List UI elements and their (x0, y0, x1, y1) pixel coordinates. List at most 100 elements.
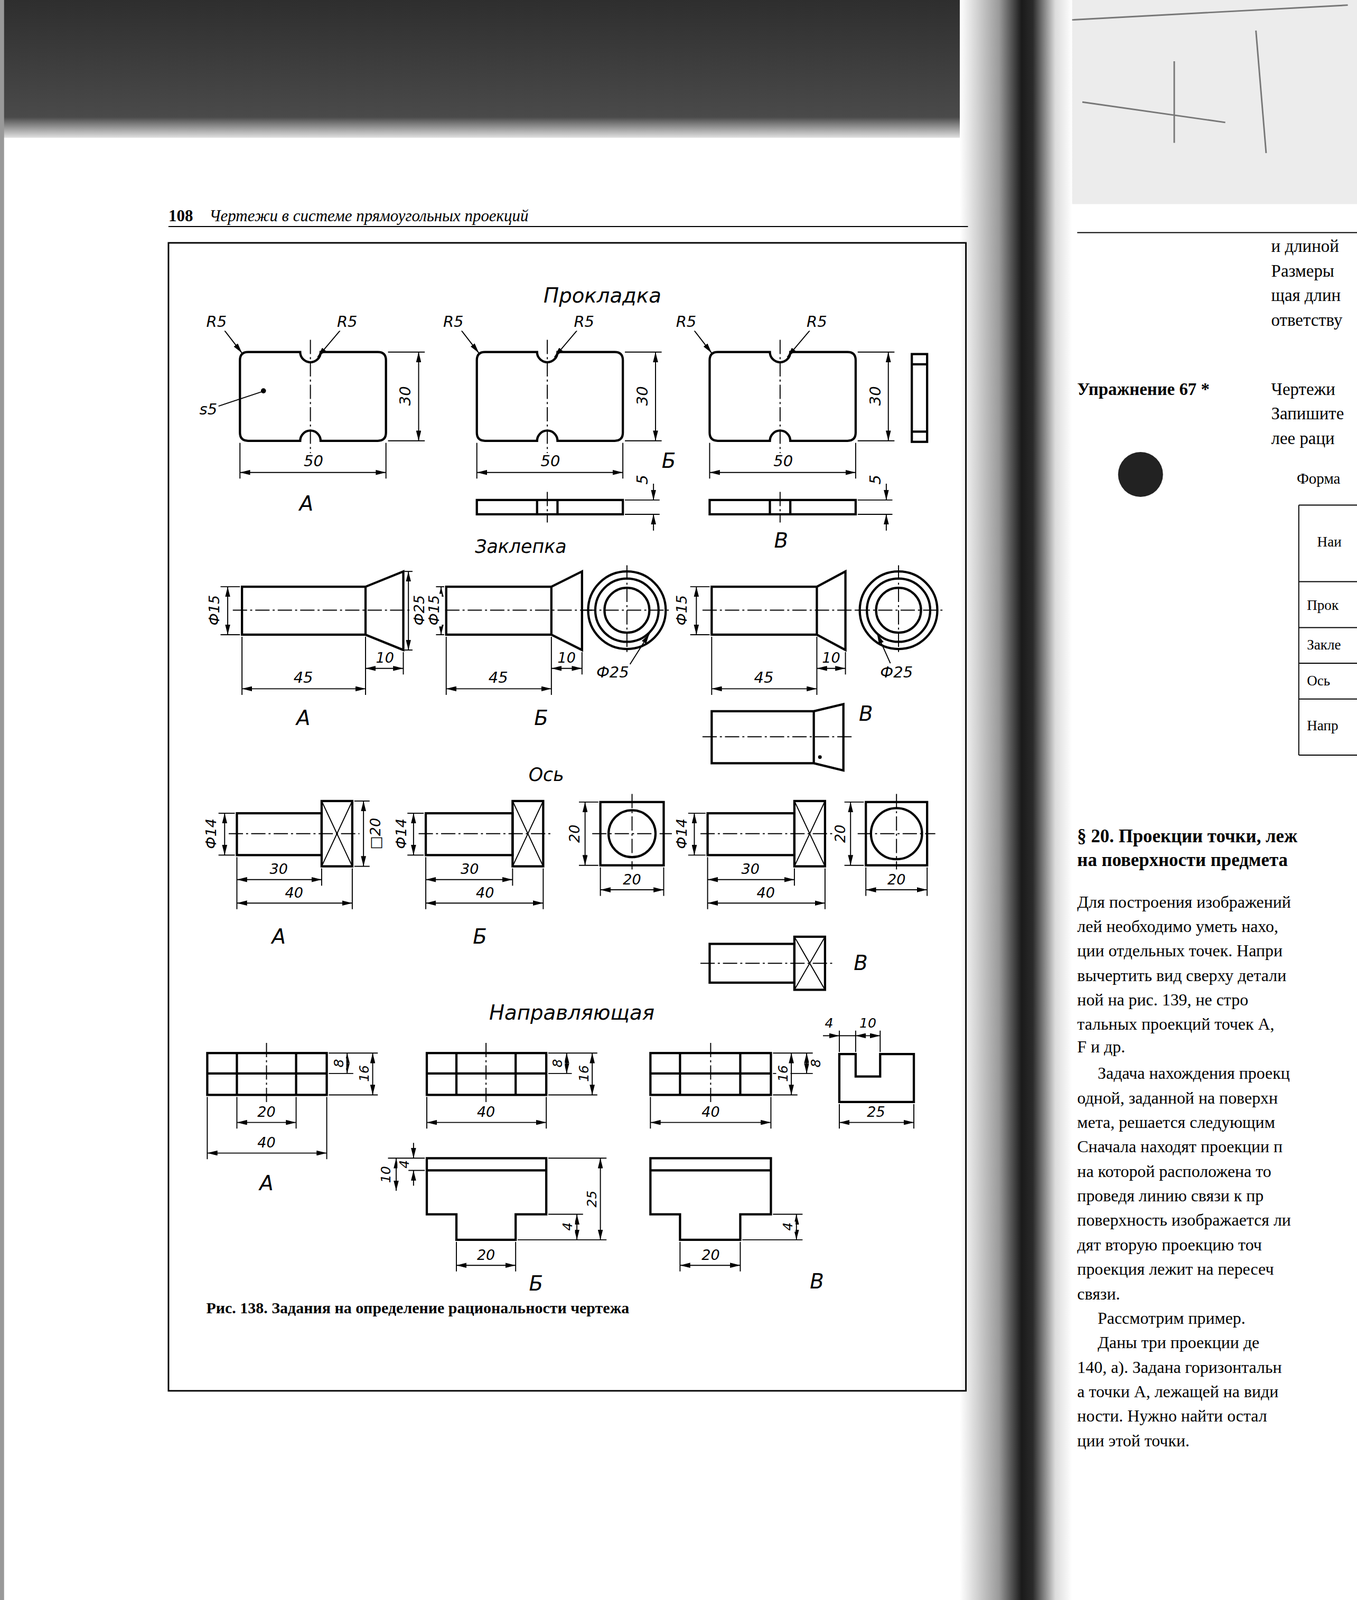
drawing-line (425, 857, 427, 910)
drawing-line (403, 652, 405, 676)
drawing-line (652, 483, 654, 501)
drawing-annotation: R5 (335, 314, 359, 331)
drawing-rect (911, 354, 928, 443)
drawing-line (838, 1031, 840, 1053)
drawing-annotation: 16 (357, 1064, 372, 1084)
drawing-annotation: 10 (858, 1016, 878, 1031)
drawing-annotation: Ф25 (878, 665, 914, 682)
drawing-line (566, 1053, 568, 1074)
drawing-line (710, 637, 713, 696)
drawing-annotation: Ф14 (393, 817, 409, 851)
drawing-line (372, 1053, 374, 1096)
heading-text: Рис. 138. Задания на определение рациона… (206, 1300, 630, 1317)
drawing-line (218, 391, 262, 407)
drawing-annotation: 30 (268, 862, 289, 877)
drawing-line (232, 610, 411, 612)
drawing-line (709, 1043, 711, 1103)
drawing-line (425, 879, 513, 881)
drawing-line (911, 363, 928, 366)
body-text: Сначала находят проекции п (1077, 1138, 1283, 1156)
body-text: Прок (1306, 599, 1339, 614)
drawing-line (548, 1157, 607, 1159)
drawing-line (772, 1214, 803, 1216)
drawing-line (1298, 662, 1357, 664)
drawing-line (711, 688, 817, 690)
drawing-line (855, 1031, 857, 1053)
drawing-annotation: 20 (567, 824, 583, 845)
body-text: мета, решается следующим (1077, 1114, 1276, 1132)
drawing-line (445, 637, 447, 696)
drawing-annotation: 5 (867, 473, 884, 486)
drawing-line (707, 902, 826, 904)
drawing-line (546, 491, 548, 523)
drawing-line (388, 351, 426, 353)
drawing-annotation: Ф15 (207, 594, 222, 627)
drawing-line (418, 352, 420, 442)
drawing-annotation: 40 (700, 1105, 721, 1120)
drawing-rect (1031, 0, 1357, 204)
drawing-line (536, 500, 539, 515)
drawing-line (239, 443, 241, 480)
drawing-annotation: 20 (475, 1248, 496, 1263)
drawing-annotation: Ф14 (674, 817, 690, 851)
drawing-line (816, 637, 818, 696)
drawing-line (911, 430, 928, 433)
drawing-annotation: Ф25 (412, 594, 427, 627)
body-text: Запишите (1271, 405, 1345, 424)
body-text: F и др. (1077, 1038, 1126, 1056)
drawing-annotation: 40 (284, 885, 305, 901)
drawing-rect (236, 813, 322, 856)
drawing-line (418, 833, 552, 835)
drawing-line (702, 610, 856, 612)
drawing-annotation: 30 (635, 385, 652, 407)
drawing-line (739, 1242, 741, 1272)
drawing-line (822, 1035, 840, 1037)
drawing-line (584, 802, 586, 866)
drawing-rect (168, 242, 967, 1392)
drawing-rect (0, 0, 1032, 138)
drawing-line (413, 1170, 415, 1186)
drawing-annotation: 20 (621, 872, 642, 888)
body-text: ной на рис. 139, не стро (1077, 991, 1249, 1009)
drawing-annotation: 20 (833, 824, 848, 845)
drawing-line (218, 812, 236, 814)
drawing-line (1298, 504, 1357, 507)
drawing-line (446, 688, 552, 690)
drawing-line (517, 1239, 607, 1241)
drawing-line (241, 637, 243, 696)
drawing-line (700, 833, 834, 835)
body-text: Напр (1306, 719, 1338, 735)
body-text: Рассмотрим пример. (1097, 1309, 1246, 1328)
drawing-line (1077, 232, 1357, 234)
drawing-line (876, 633, 891, 664)
drawing-line (816, 668, 846, 670)
body-text: Чертежи (1271, 380, 1336, 399)
body-text: Для построения изображений (1077, 893, 1291, 912)
drawing-line (239, 472, 386, 474)
drawing-line (895, 793, 897, 870)
drawing-annotation: 10 (556, 650, 577, 666)
drawing-annotation: 10 (375, 650, 396, 666)
drawing-line (806, 1053, 808, 1074)
drawing-line (362, 801, 364, 867)
drawing-annotation: 40 (256, 1135, 277, 1151)
drawing-line (772, 1094, 798, 1096)
body-text: щая длин (1271, 286, 1342, 305)
drawing-annotation: 16 (775, 1064, 790, 1084)
drawing-part (694, 330, 895, 479)
drawing-line (770, 1097, 772, 1129)
drawing-line (236, 857, 238, 910)
body-text: Даны три проекции де (1097, 1334, 1260, 1352)
drawing-line (690, 634, 710, 636)
drawing-line (845, 652, 847, 676)
drawing-line (413, 813, 415, 856)
drawing-annotation: Ф25 (595, 665, 631, 682)
body-text: лей необходимо уметь нахо, (1077, 918, 1279, 936)
drawing-annotation: R5 (572, 314, 595, 331)
body-text: ности. Нужно найти остал (1077, 1407, 1267, 1426)
drawing-line (600, 889, 664, 891)
drawing-line (365, 637, 367, 696)
drawing-annotation: 8 (808, 1058, 823, 1070)
drawing-annotation: 50 (302, 454, 325, 471)
